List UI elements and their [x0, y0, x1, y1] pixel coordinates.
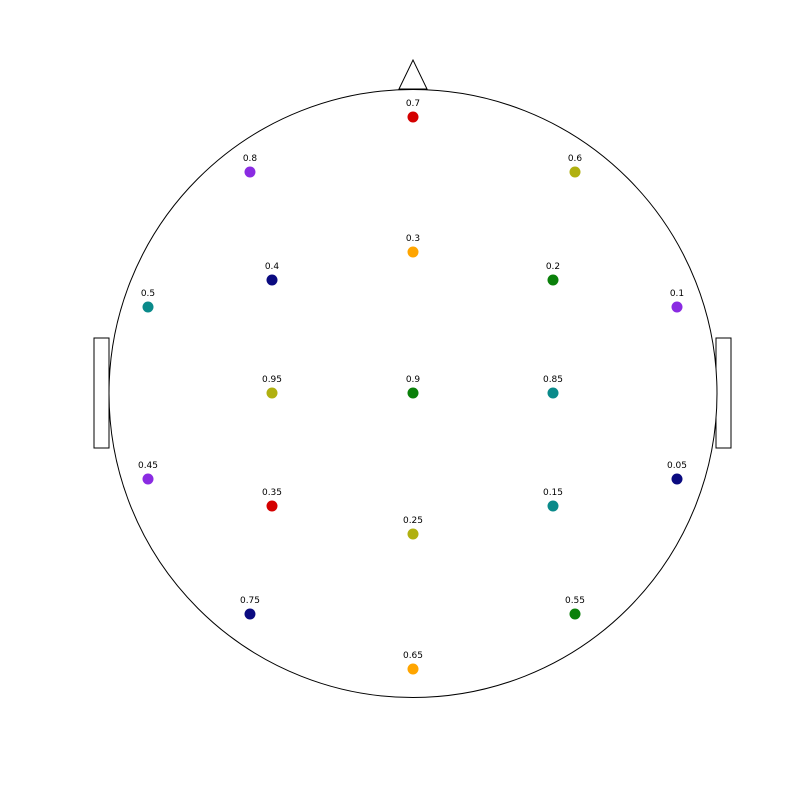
electrode-dot — [266, 274, 278, 286]
electrode-value-label: 0.45 — [138, 461, 158, 471]
electrode-dot — [569, 608, 581, 620]
electrode: 0.1 — [670, 289, 684, 313]
electrode: 0.5 — [141, 289, 155, 313]
electrode: 0.45 — [138, 461, 158, 485]
electrode-value-label: 0.35 — [262, 488, 282, 498]
electrode: 0.3 — [406, 234, 420, 258]
electrode-value-label: 0.75 — [240, 596, 260, 606]
electrode-value-label: 0.85 — [543, 375, 563, 385]
electrode-value-label: 0.2 — [546, 262, 560, 272]
electrode-dot — [547, 387, 559, 399]
electrode: 0.55 — [565, 596, 585, 620]
electrode: 0.65 — [403, 651, 423, 675]
electrode: 0.7 — [406, 99, 420, 123]
electrode: 0.35 — [262, 488, 282, 512]
electrode: 0.75 — [240, 596, 260, 620]
electrode-value-label: 0.95 — [262, 375, 282, 385]
electrode: 0.2 — [546, 262, 560, 286]
electrode-value-label: 0.8 — [243, 154, 258, 164]
electrode: 0.85 — [543, 375, 563, 399]
electrode-dot — [407, 663, 419, 675]
electrode-value-label: 0.65 — [403, 651, 423, 661]
nose-marker — [398, 58, 428, 90]
electrode-dot — [671, 301, 683, 313]
electrode-dot — [547, 500, 559, 512]
electrode: 0.05 — [667, 461, 687, 485]
electrode-value-label: 0.5 — [141, 289, 155, 299]
right-ear-marker — [715, 337, 732, 449]
electrode: 0.9 — [406, 375, 421, 399]
electrode-dot — [407, 387, 419, 399]
electrode-value-label: 0.15 — [543, 488, 563, 498]
electrode-value-label: 0.05 — [667, 461, 687, 471]
electrode: 0.95 — [262, 375, 282, 399]
electrode-dot — [569, 166, 581, 178]
electrode-dot — [407, 246, 419, 258]
electrode-value-label: 0.55 — [565, 596, 585, 606]
electrode-dot — [142, 473, 154, 485]
electrode-value-label: 0.25 — [403, 516, 423, 526]
electrode-dot — [244, 166, 256, 178]
electrode-dot — [266, 500, 278, 512]
electrode-dot — [244, 608, 256, 620]
electrode-dot — [407, 111, 419, 123]
electrode: 0.4 — [265, 262, 280, 286]
electrode-dot — [407, 528, 419, 540]
electrode-value-label: 0.3 — [406, 234, 420, 244]
electrode-value-label: 0.6 — [568, 154, 583, 164]
electrode-dot — [266, 387, 278, 399]
electrode-dot — [671, 473, 683, 485]
electrode: 0.25 — [403, 516, 423, 540]
electrode: 0.15 — [543, 488, 563, 512]
electrode-dot — [142, 301, 154, 313]
electrode-value-label: 0.7 — [406, 99, 420, 109]
left-ear-marker — [93, 337, 110, 449]
electrode: 0.6 — [568, 154, 583, 178]
electrode-value-label: 0.9 — [406, 375, 421, 385]
electrode-layer: 0.7 0.8 0.6 0.3 0.4 0.2 0.5 0.1 0.95 0.9 0.85 0.45 0… — [138, 99, 687, 675]
electrode-dot — [547, 274, 559, 286]
electrode: 0.8 — [243, 154, 258, 178]
electrode-value-label: 0.4 — [265, 262, 280, 272]
electrode-value-label: 0.1 — [670, 289, 684, 299]
